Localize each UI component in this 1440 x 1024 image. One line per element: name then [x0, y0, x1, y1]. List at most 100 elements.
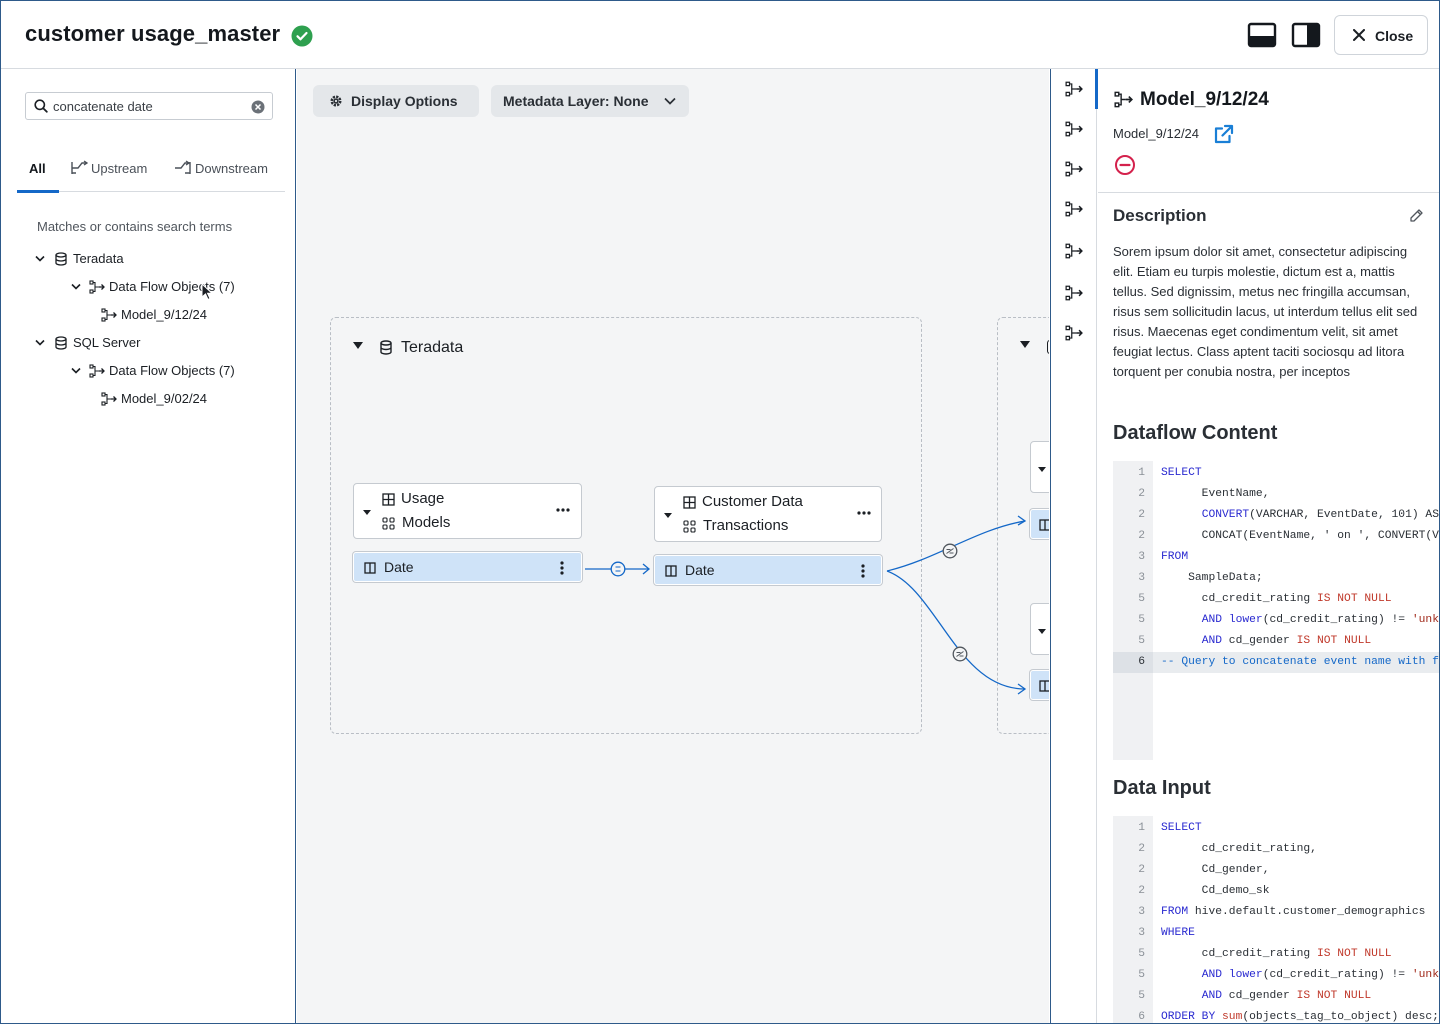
tab-active-indicator	[17, 190, 59, 193]
details-panel: Model_9/12/24 Model_9/12/24 Description …	[1098, 69, 1439, 1023]
column-partial[interactable]	[1030, 509, 1049, 539]
mouse-cursor-icon	[201, 283, 214, 301]
edge-lines	[585, 515, 1027, 695]
code-token	[1161, 509, 1202, 521]
edit-pencil-icon[interactable]	[1409, 208, 1424, 223]
upstream-icon	[71, 160, 88, 174]
chevron-down-icon	[71, 283, 81, 290]
tree-label: SQL Server	[73, 335, 141, 350]
dataflow-icon[interactable]	[1065, 243, 1083, 259]
code-token: IS NOT NULL	[1296, 990, 1372, 1002]
tree-item-data-flow-objects[interactable]: Data Flow Objects (7)	[69, 277, 269, 297]
database-icon	[55, 336, 67, 350]
table-node-usage-models[interactable]: Usage Models	[353, 483, 582, 539]
code-line: cd_credit_rating,	[1161, 839, 1317, 860]
chevron-down-icon	[664, 97, 676, 105]
more-vertical-icon[interactable]	[560, 561, 564, 575]
code-line: FROM hive.default.customer_demographics	[1161, 902, 1425, 923]
code-token: 'unk	[1411, 969, 1439, 981]
transform-icon[interactable]	[610, 561, 626, 577]
code-token: Cd_demo_sk	[1161, 885, 1270, 897]
tree-item-model[interactable]: Model_9/02/24	[101, 389, 261, 409]
node-title: Customer Data	[702, 493, 803, 510]
line-number: 3	[1138, 906, 1145, 918]
table-icon	[382, 493, 395, 506]
deprecated-status-icon	[1115, 155, 1135, 175]
table-node-partial[interactable]	[1030, 603, 1049, 655]
table-node-customer-data-transactions[interactable]: Customer Data Transactions	[654, 486, 882, 542]
external-link-icon[interactable]	[1213, 123, 1235, 145]
clear-search-icon[interactable]	[251, 100, 265, 114]
code-token: SampleData;	[1161, 572, 1263, 584]
code-token: IS NOT NULL	[1316, 593, 1392, 605]
dataflow-icon[interactable]	[1065, 81, 1083, 97]
close-icon	[1353, 29, 1365, 41]
tree-label: Data Flow Objects (7)	[109, 279, 235, 294]
code-token	[1161, 969, 1202, 981]
tree-item-model[interactable]: Model_9/12/24	[101, 305, 261, 325]
dataflow-icon	[89, 364, 105, 378]
details-title: Model_9/12/24	[1140, 89, 1269, 110]
caret-down-icon[interactable]	[1038, 629, 1046, 634]
code-token: ORDER BY	[1161, 1011, 1216, 1023]
code-token: FROM	[1161, 906, 1189, 918]
caret-down-icon[interactable]	[664, 513, 672, 518]
code-line: AND cd_gender IS NOT NULL	[1161, 986, 1372, 1007]
caret-down-icon[interactable]	[1020, 341, 1030, 348]
tree-item-sql-server[interactable]: SQL Server	[33, 333, 233, 353]
column-date[interactable]: Date	[654, 555, 882, 585]
line-number: 5	[1138, 635, 1145, 647]
transform-icon[interactable]	[952, 646, 968, 662]
gear-icon	[330, 95, 342, 107]
line-number: 5	[1138, 990, 1145, 1002]
column-icon	[1039, 519, 1049, 531]
code-token: cd_gender	[1222, 990, 1297, 1002]
transform-icon[interactable]	[942, 543, 958, 559]
close-button[interactable]: Close	[1334, 15, 1428, 55]
details-icon-rail	[1050, 69, 1098, 1023]
code-line: ORDER BY sum(objects_tag_to_object) desc…	[1161, 1007, 1439, 1023]
dataflow-icon[interactable]	[1065, 285, 1083, 301]
table-node-partial[interactable]	[1030, 441, 1049, 493]
tree-item-teradata[interactable]: Teradata	[33, 249, 233, 269]
dataflow-icon	[1114, 91, 1133, 108]
display-options-button[interactable]: Display Options	[313, 85, 479, 117]
caret-down-icon[interactable]	[353, 342, 363, 349]
more-horizontal-icon[interactable]	[857, 511, 871, 515]
code-line: AND lower(cd_credit_rating) != 'unk	[1161, 965, 1439, 986]
code-token: WHERE	[1161, 927, 1195, 939]
dataflow-icon[interactable]	[1065, 121, 1083, 137]
group-label: Teradata	[401, 339, 464, 356]
dataflow-icon[interactable]	[1065, 161, 1083, 177]
dataflow-icon	[101, 392, 117, 406]
metadata-layer-dropdown[interactable]: Metadata Layer: None	[491, 85, 689, 117]
dataflow-icon[interactable]	[1065, 201, 1083, 217]
more-vertical-icon[interactable]	[861, 564, 865, 578]
dataflow-icon	[101, 308, 117, 322]
code-line: cd_credit_rating IS NOT NULL	[1161, 944, 1392, 965]
tab-all[interactable]: All	[29, 161, 46, 176]
code-line: AND cd_gender IS NOT NULL	[1161, 631, 1372, 652]
layout-bottom-panel-icon[interactable]	[1247, 21, 1277, 49]
column-partial[interactable]	[1030, 670, 1049, 700]
column-date[interactable]: Date	[353, 552, 582, 582]
code-token: AND	[1201, 635, 1223, 647]
description-text: Sorem ipsum dolor sit amet, consectetur …	[1113, 244, 1418, 379]
column-icon	[364, 562, 376, 574]
lineage-canvas[interactable]: Display Options Metadata Layer: None Ter…	[297, 69, 1049, 1023]
dataflow-icon[interactable]	[1065, 325, 1083, 341]
more-horizontal-icon[interactable]	[556, 508, 570, 512]
tab-all-label: All	[29, 161, 46, 176]
layout-side-panel-icon[interactable]	[1291, 21, 1321, 49]
search-box	[25, 92, 273, 120]
code-token: FROM	[1161, 551, 1189, 563]
tree-item-data-flow-objects[interactable]: Data Flow Objects (7)	[69, 361, 269, 381]
line-number-gutter	[1113, 461, 1153, 760]
caret-down-icon[interactable]	[1038, 467, 1046, 472]
model-icon	[683, 520, 696, 533]
search-input[interactable]	[53, 97, 243, 115]
caret-down-icon[interactable]	[363, 510, 371, 515]
code-line: FROM	[1161, 547, 1188, 568]
